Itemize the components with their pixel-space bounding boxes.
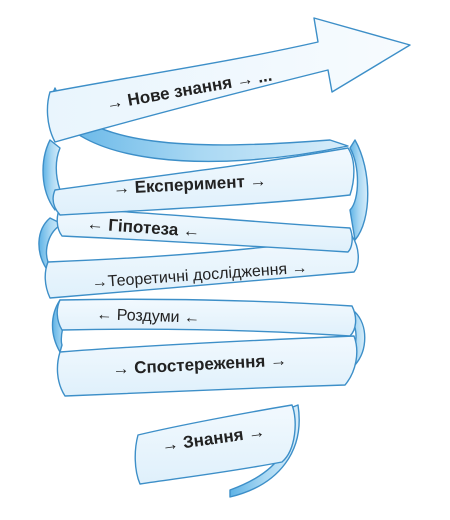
band-theory	[44, 235, 359, 299]
step-label-reflection: ← Роздуми ←	[96, 306, 200, 327]
band-new-knowledge	[46, 17, 411, 143]
band-observation	[56, 335, 358, 397]
band-hypothesis	[56, 207, 353, 253]
ribbon-back-5	[349, 139, 369, 241]
band-reflection	[56, 298, 357, 337]
band-knowledge	[134, 404, 296, 485]
band-experiment	[52, 147, 355, 216]
ribbon-back-4	[38, 217, 63, 269]
ribbon-back-7	[49, 87, 349, 163]
